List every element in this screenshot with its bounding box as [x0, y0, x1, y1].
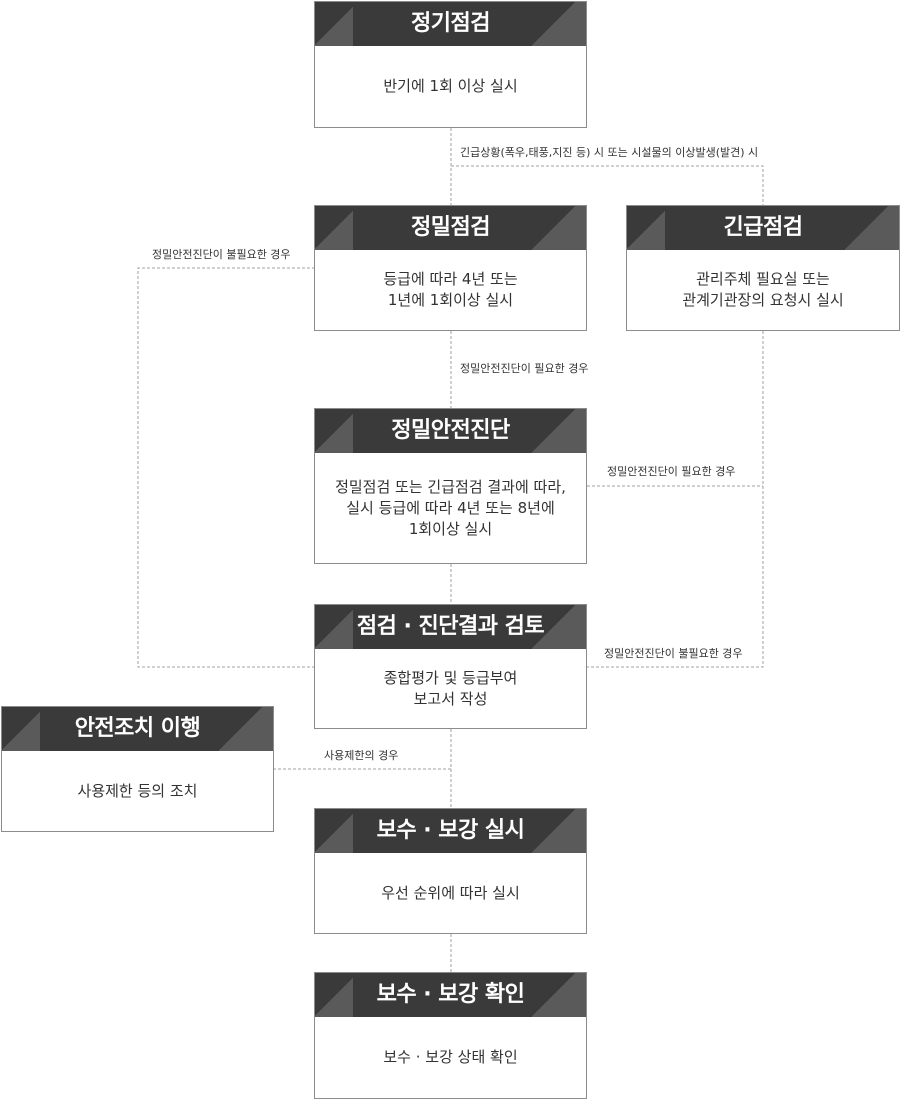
box-body: 보수 · 보강 상태 확인	[315, 1017, 586, 1098]
box-precision-safety-diagnosis: 정밀안전진단 정밀점검 또는 긴급점검 결과에 따라, 실시 등급에 따라 4년…	[314, 408, 587, 564]
box-title: 안전조치 이행	[74, 716, 201, 741]
box-body: 종합평가 및 등급부여 보고서 작성	[315, 649, 586, 728]
box-body: 사용제한 등의 조치	[2, 751, 273, 831]
connector-emergency-down	[587, 331, 764, 668]
box-header: 점검 · 진단결과 검토	[315, 605, 586, 649]
label-restricted-use: 사용제한의 경우	[324, 749, 399, 762]
header-stripe-right	[532, 973, 586, 1017]
box-result-review: 점검 · 진단결과 검토 종합평가 및 등급부여 보고서 작성	[314, 604, 587, 729]
header-stripe-left	[2, 707, 40, 751]
header-stripe-left	[315, 409, 353, 453]
header-stripe-right	[532, 809, 586, 853]
header-stripe-left	[315, 605, 353, 649]
box-body-line: 등급에 따라 4년 또는	[383, 270, 518, 288]
box-body-line: 보수 · 보강 상태 확인	[383, 1048, 518, 1066]
header-stripe-left	[315, 809, 353, 853]
box-safety-measures: 안전조치 이행 사용제한 등의 조치	[1, 706, 274, 832]
box-detailed-inspection: 정밀점검 등급에 따라 4년 또는 1년에 1회이상 실시	[314, 205, 587, 331]
box-header: 안전조치 이행	[2, 707, 273, 751]
box-repair-execution: 보수 · 보강 실시 우선 순위에 따라 실시	[314, 808, 587, 934]
box-body: 반기에 1회 이상 실시	[315, 46, 586, 127]
box-title: 긴급점검	[723, 215, 803, 240]
box-title: 정밀안전진단	[391, 418, 510, 443]
header-stripe-right	[845, 206, 899, 250]
label-center-diagnosis-needed: 정밀안전진단이 필요한 경우	[460, 362, 589, 375]
box-body-line: 1년에 1회이상 실시	[387, 291, 514, 309]
box-title: 보수 · 보강 실시	[376, 818, 525, 843]
box-header: 정밀안전진단	[315, 409, 586, 453]
box-body-line: 사용제한 등의 조치	[77, 781, 198, 800]
box-body-line: 관리주체 필요실 또는	[696, 270, 830, 288]
connector-left-bypass	[137, 267, 315, 668]
box-title: 점검 · 진단결과 검토	[356, 614, 545, 639]
label-right-diagnosis-needed: 정밀안전진단이 필요한 경우	[607, 465, 736, 478]
label-left-diagnosis-not-needed: 정밀안전진단이 불필요한 경우	[152, 248, 291, 261]
header-stripe-right	[532, 2, 586, 46]
box-body-line: 종합평가 및 등급부여	[383, 668, 518, 687]
header-stripe-right	[219, 707, 273, 751]
header-stripe-right	[532, 409, 586, 453]
box-header: 긴급점검	[627, 206, 899, 250]
label-emergency-condition: 긴급상황(폭우,태풍,지진 등) 시 또는 시설물의 이상발생(발견) 시	[460, 146, 759, 159]
box-header: 정밀점검	[315, 206, 586, 250]
header-stripe-left	[315, 2, 353, 46]
box-body-line: 관계기관장의 요청시 실시	[682, 291, 844, 309]
header-stripe-right	[532, 206, 586, 250]
header-stripe-right	[532, 605, 586, 649]
box-regular-inspection: 정기점검 반기에 1회 이상 실시	[314, 1, 587, 128]
box-body: 우선 순위에 따라 실시	[315, 853, 586, 933]
header-stripe-left	[315, 206, 353, 250]
box-body-line: 보고서 작성	[413, 689, 488, 708]
box-body: 정밀점검 또는 긴급점검 결과에 따라, 실시 등급에 따라 4년 또는 8년에…	[315, 453, 586, 563]
connector-branch-to-emergency	[451, 165, 764, 205]
box-repair-confirmation: 보수 · 보강 확인 보수 · 보강 상태 확인	[314, 972, 587, 1099]
box-body: 등급에 따라 4년 또는 1년에 1회이상 실시	[315, 250, 586, 330]
box-body: 관리주체 필요실 또는 관계기관장의 요청시 실시	[627, 250, 899, 330]
box-title: 정밀점검	[411, 215, 490, 240]
box-header: 보수 · 보강 확인	[315, 973, 586, 1017]
box-title: 보수 · 보강 확인	[376, 982, 525, 1007]
header-stripe-left	[627, 206, 665, 250]
label-right-diagnosis-not-needed: 정밀안전진단이 불필요한 경우	[604, 647, 743, 660]
box-body-line: 반기에 1회 이상 실시	[383, 77, 518, 95]
header-stripe-left	[315, 973, 353, 1017]
box-emergency-inspection: 긴급점검 관리주체 필요실 또는 관계기관장의 요청시 실시	[626, 205, 900, 331]
box-header: 정기점검	[315, 2, 586, 46]
box-body-line: 우선 순위에 따라 실시	[381, 883, 520, 902]
box-body-line: 정밀점검 또는 긴급점검 결과에 따라,	[335, 477, 566, 496]
box-body-line: 1회이상 실시	[408, 519, 493, 538]
box-title: 정기점검	[411, 11, 490, 36]
box-body-line: 실시 등급에 따라 4년 또는 8년에	[346, 498, 555, 517]
box-header: 보수 · 보강 실시	[315, 809, 586, 853]
